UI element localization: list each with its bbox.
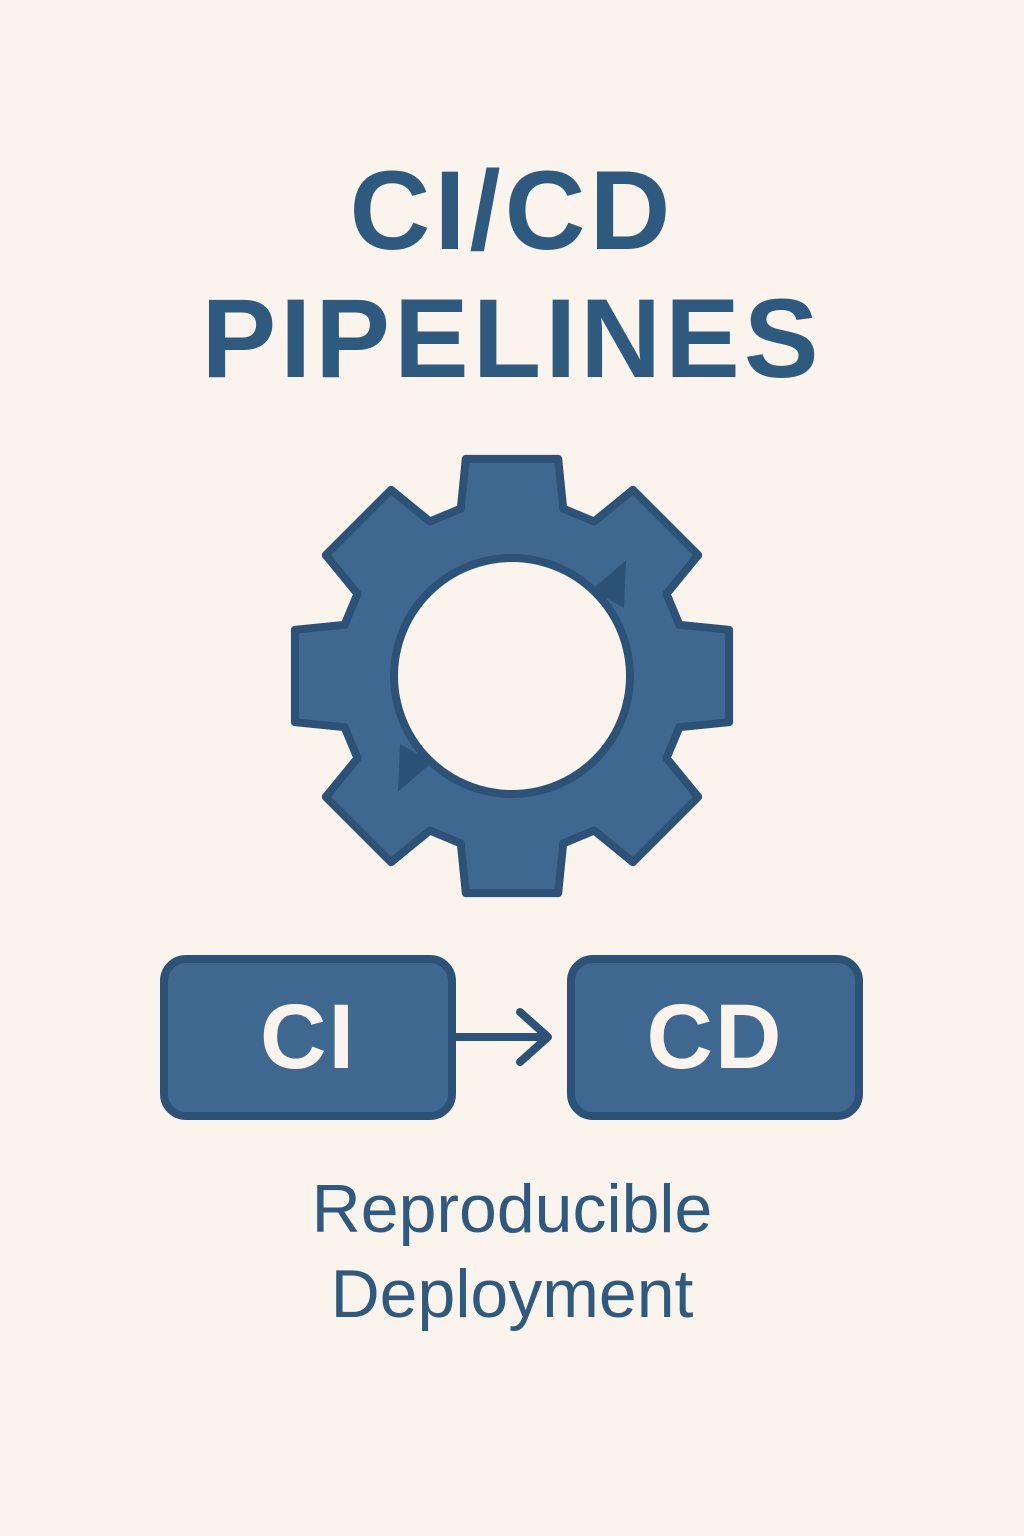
caption-line-2: Deployment: [330, 1256, 694, 1332]
gear-icon: [290, 454, 734, 898]
ci-stage-box: CI: [160, 955, 456, 1120]
refresh-arrow-head-bottom: [398, 744, 432, 792]
page-title-line-1: CI/CD: [349, 148, 675, 273]
cd-stage-box: CD: [567, 955, 863, 1120]
refresh-arrow-head-top: [592, 560, 626, 608]
page-title-line-2: PIPELINES: [201, 276, 823, 401]
caption-line-1: Reproducible: [311, 1171, 713, 1247]
refresh-arrows-icon: [398, 560, 626, 792]
arrow-right-icon: [452, 1008, 552, 1066]
